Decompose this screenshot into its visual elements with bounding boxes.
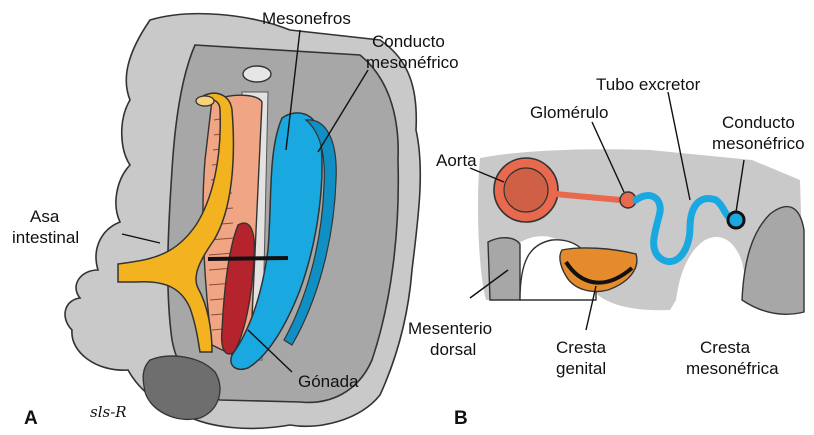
label-cresta-genital-line2: genital (556, 359, 606, 378)
label-glomerulo: Glomérulo (530, 103, 608, 122)
label-asa-line1: Asa (30, 207, 60, 226)
panel-b-illustration: Tubo excretor Glomérulo Aorta Conducto m… (408, 75, 805, 429)
panel-a-illustration: Mesonefros Conducto mesonéfrico Asa inte… (12, 9, 459, 429)
label-asa-line2: intestinal (12, 228, 79, 247)
label-conducto-b-line1: Conducto (722, 113, 795, 132)
neural-tube (243, 66, 271, 82)
panel-letter-a: A (24, 408, 38, 429)
aorta-lumen (504, 168, 548, 212)
mesonephric-duct-section (728, 212, 744, 228)
label-conducto-a-line2: mesonéfrico (366, 53, 459, 72)
panel-letter-b: B (454, 408, 468, 429)
label-mesenterio-line1: Mesenterio (408, 319, 492, 338)
label-conducto-a-line1: Conducto (372, 32, 445, 51)
label-aorta: Aorta (436, 151, 477, 170)
label-mesonefros: Mesonefros (262, 9, 351, 28)
label-conducto-b-line2: mesonéfrico (712, 134, 805, 153)
label-cresta-mesonefrica-line1: Cresta (700, 338, 751, 357)
section-plane (208, 258, 288, 259)
label-tubo-excretor: Tubo excretor (596, 75, 701, 94)
label-gonada: Gónada (298, 372, 359, 391)
label-mesenterio-line2: dorsal (430, 340, 476, 359)
artist-signature: sls-R (90, 403, 127, 421)
label-cresta-genital-line1: Cresta (556, 338, 607, 357)
label-cresta-mesonefrica-line2: mesonéfrica (686, 359, 779, 378)
dorsal-mesentery (488, 238, 520, 300)
intestine-cut-end (196, 96, 214, 106)
